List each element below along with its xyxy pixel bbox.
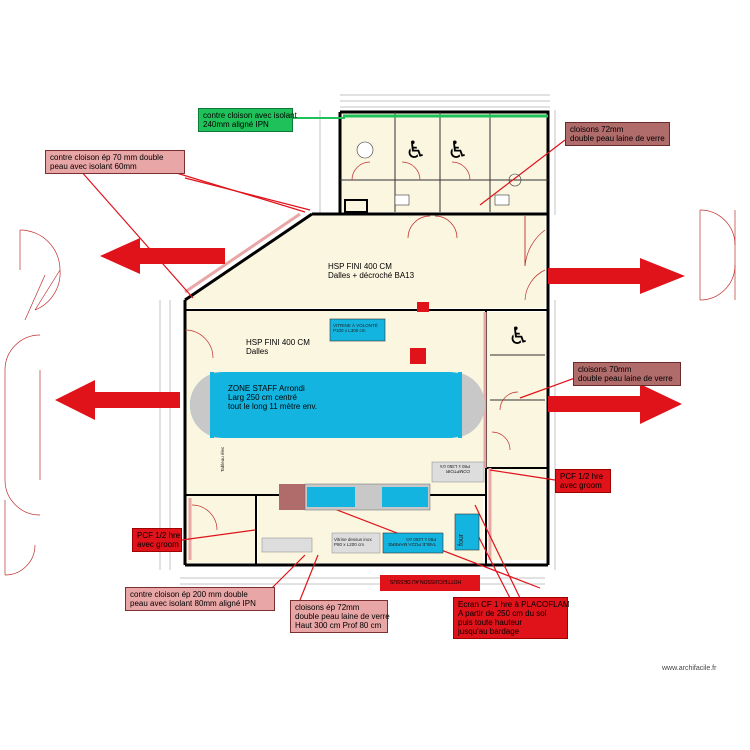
staff-zone [190, 372, 485, 438]
sink-block [261, 537, 313, 553]
vitrine-inox-label: Vitrine dessus inox P80 x L200 cm [334, 537, 372, 547]
zone-line: ZONE STAFF Arrondi [228, 384, 305, 393]
right-wc-floor [487, 312, 545, 470]
right-lower-floor [487, 470, 545, 560]
note-line: PCF 1/2 hre [137, 531, 181, 540]
table-pizza-label: TABLE PIZZA MARBRE P80 x L250 cm [388, 537, 436, 547]
note-line: PCF 1/2 hre [560, 472, 604, 481]
zone-line: COMPTOIR [445, 469, 471, 474]
floor-areas [185, 112, 548, 563]
exit-arrow-right-upper [548, 258, 685, 294]
main-hall-label: HSP FINI 400 CM Dalles [246, 338, 310, 356]
four-label: four [458, 533, 465, 546]
zone-line: HSP FINI 400 CM [328, 262, 392, 271]
note-line: peau avec isolant 60mm [50, 162, 137, 171]
wheelchair-icons: ♿ ♿ ♿ [405, 136, 530, 350]
zone-line: VITRINE À VOLONTÉ [333, 323, 378, 328]
note-line: contre cloison avec isolant [203, 111, 297, 120]
exit-arrow-left-upper [100, 238, 225, 274]
exterior-doors [4, 209, 736, 576]
note-line: contre cloison ép 70 mm double [50, 153, 164, 162]
leader-lines [79, 117, 576, 601]
red-column-1 [410, 348, 426, 364]
brand-watermark: www.archifacile.fr [662, 665, 717, 672]
note-line: puis toute hauteur [458, 618, 523, 627]
left-lower-floor [185, 495, 255, 563]
zone-line: Dalles [246, 347, 269, 356]
note-cloisons-72mm: cloisons 72mm double peau laine de verre [565, 122, 670, 146]
staff-zone-right-cap [452, 372, 485, 438]
upper-hall-label: HSP FINI 400 CM Dalles + décroché BA13 [328, 262, 414, 280]
note-cloisons-ep-72mm: cloisons ép 72mm double peau laine de ve… [290, 600, 390, 633]
zone-line: P80 x L350 cm [440, 464, 471, 469]
zone-line: Dalles + décroché BA13 [328, 271, 415, 280]
note-line: double peau laine de verre [295, 612, 390, 621]
comptoir-block [431, 461, 485, 483]
wheelchair-icon: ♿ [508, 322, 530, 350]
note-line: double peau laine de verre [570, 134, 665, 143]
note-line: A partir de 250 cm du sol [458, 609, 547, 618]
note-cloisons-70mm: cloisons 70mm double peau laine de verre [573, 362, 681, 386]
upper-hall-floor [185, 215, 545, 308]
note-line: 240mm aligné IPN [203, 120, 269, 129]
note-partition-200mm: contre cloison ép 200 mm double peau ave… [125, 587, 275, 611]
vitrine-inox-block [331, 532, 381, 554]
staff-zone-band [190, 372, 482, 438]
exit-arrows [55, 238, 685, 424]
note-line: avec groom [137, 540, 179, 549]
note-line: cloisons 72mm [570, 125, 624, 134]
note-line: avec groom [560, 481, 602, 490]
zone-line: HOTTE/CUISSON AU DESSUS [390, 578, 462, 584]
staff-zone-left-cap [190, 372, 223, 438]
exit-arrow-right-middle [548, 384, 682, 424]
staff-zone-label: ZONE STAFF Arrondi Larg 250 cm centré to… [228, 384, 317, 411]
counter-cyan-1 [307, 487, 355, 507]
dimension-lines [159, 94, 556, 585]
comptoir-label: COMPTOIR P80 x L350 cm [440, 464, 470, 474]
toilet-block-floor [340, 112, 548, 212]
zone-line: TABLE PIZZA MARBRE [388, 542, 437, 547]
note-line: jusqu'au bardage [458, 627, 520, 636]
red-column-2 [279, 484, 305, 510]
note-line: peau avec isolant 80mm aligné IPN [130, 599, 256, 608]
toilet-block-wall [340, 110, 550, 215]
exit-arrow-left-middle [55, 380, 180, 420]
note-line: cloisons 70mm [578, 365, 632, 374]
counter-cyan-2 [382, 487, 428, 507]
vitrine-volonte-label: VITRINE À VOLONTÉ P100 x L300 cm [333, 323, 378, 333]
furniture [261, 302, 485, 591]
note-pcf-right: PCF 1/2 hre avec groom [555, 469, 611, 493]
zone-line: Larg 250 cm centré [228, 393, 297, 402]
vitrine-volonte [329, 318, 386, 342]
pink-partitions [184, 212, 492, 560]
note-line: contre cloison ép 200 mm double [130, 590, 248, 599]
bottom-banner-label: HOTTE/CUISSON AU DESSUS [390, 578, 462, 584]
wheelchair-icon: ♿ [405, 136, 427, 164]
red-mark-top [380, 575, 480, 591]
zone-line: P80 x L200 cm [334, 542, 365, 547]
note-line: double peau laine de verre [578, 374, 673, 383]
zone-line: Tableau élec [220, 446, 225, 472]
zone-line: tout le long 11 mètre env. [228, 402, 318, 411]
zone-line: HSP FINI 400 CM [246, 338, 310, 347]
table-pizza-block [382, 532, 444, 554]
wc-fixtures [356, 141, 522, 206]
note-line: cloisons ép 72mm [295, 603, 360, 612]
four-block [454, 513, 480, 551]
note-pcf-left: PCF 1/2 hre avec groom [132, 528, 182, 552]
diagonal-wall [184, 212, 313, 302]
wheelchair-icon: ♿ [447, 136, 469, 164]
zone-line: P100 x L300 cm [333, 328, 366, 333]
zone-line: four [458, 533, 465, 546]
note-ecran-cf: Ecran CF 1 hre à PLACOFLAM A partir de 2… [453, 597, 570, 639]
tableau-label: Tableau élec [220, 447, 225, 472]
note-line: Haut 300 cm Prof 80 cm [295, 621, 382, 630]
red-column-3 [417, 302, 429, 312]
note-partition-70mm: contre cloison ép 70 mm double peau avec… [45, 150, 185, 174]
zone-line: Vitrine dessus inox [334, 537, 372, 542]
note-green-partition: contre cloison avec isolant 240mm aligné… [198, 108, 297, 132]
note-line: Ecran CF 1 hre à PLACOFLAM [458, 600, 570, 609]
